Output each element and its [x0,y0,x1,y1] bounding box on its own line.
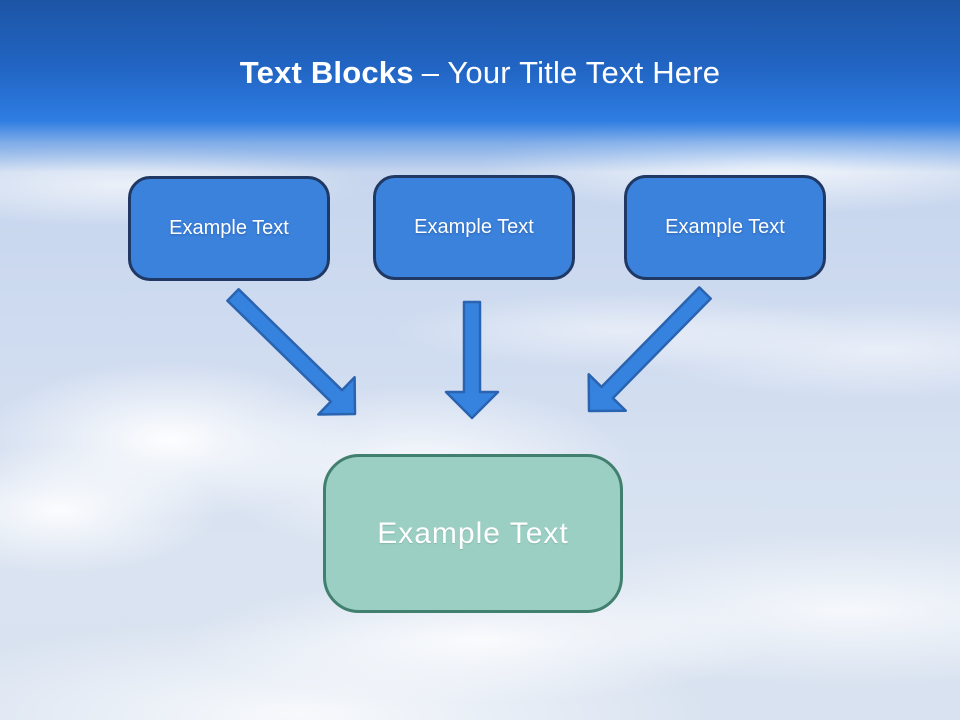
source-box-1-label: Example Text [169,217,289,239]
source-box-2: Example Text [373,175,575,280]
down-left-arrow-icon [587,286,712,413]
down-arrow-icon [444,300,500,420]
slide-title-bold: Text Blocks [239,55,414,90]
source-box-3: Example Text [624,175,826,280]
target-box: Example Text [323,454,623,613]
source-box-3-label: Example Text [665,216,785,238]
title-band [0,0,960,172]
slide-title: Text Blocks– Your Title Text Here [0,54,960,92]
down-right-arrow-icon [226,288,357,416]
target-box-label: Example Text [377,516,569,550]
slide-title-rest: – Your Title Text Here [421,55,721,90]
source-box-1: Example Text [128,176,330,281]
source-box-2-label: Example Text [414,216,534,238]
